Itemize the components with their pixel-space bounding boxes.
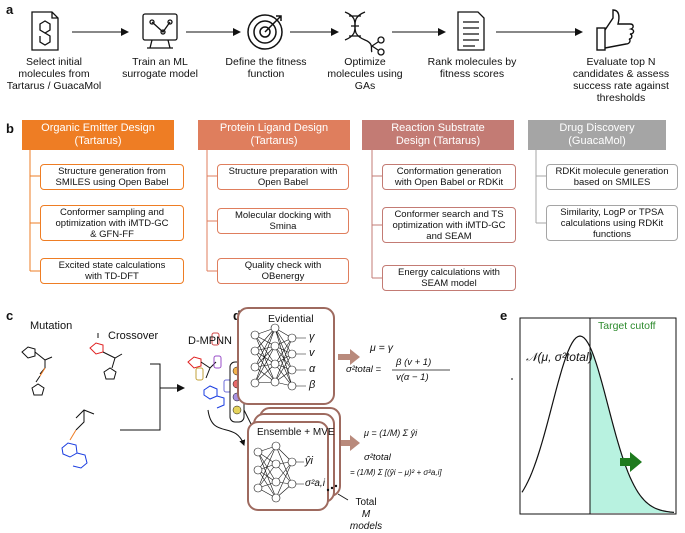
molecule-parent-2 [61, 409, 95, 469]
panel-label-b: b [6, 121, 14, 136]
ensemble-sigma-lhs: σ²total [364, 452, 391, 463]
thumbs-up-icon [596, 9, 635, 51]
distribution-label: 𝒩(μ, σ²total) [526, 350, 593, 364]
target-icon [247, 14, 283, 50]
evidential-network [250, 323, 306, 391]
panel-label-a: a [6, 2, 14, 17]
document-list-icon [457, 11, 485, 51]
ensemble-arrow [338, 435, 360, 451]
evidential-mu-equation: μ = γ [370, 342, 393, 354]
column-header-organic-emitter: Organic Emitter Design(Tartarus) [22, 120, 174, 150]
crossover-label: Crossover [108, 330, 159, 342]
evidential-arrow [338, 349, 360, 365]
ensemble-sigma-rhs: = (1/M) Σ [(ŷi − μ)² + σ²a,i] [350, 468, 442, 477]
molecule-crossover-1 [89, 342, 123, 380]
dmpnn-label: D-MPNN [188, 335, 232, 347]
evidential-sigma-lhs: σ²total = [346, 364, 382, 375]
output-v: v [309, 347, 315, 359]
panel-label-c: c [6, 308, 14, 323]
target-cutoff-label: Target cutoff [598, 320, 656, 332]
panel-label-d: d [233, 308, 241, 323]
molecule-icon [31, 11, 59, 51]
mutation-label: Mutation [30, 320, 73, 332]
dna-icon [344, 11, 385, 56]
evidential-sigma-numerator: β (v + 1) [396, 357, 432, 368]
evidential-box [237, 307, 335, 405]
dmpnn-molecule [187, 332, 232, 409]
column-header-protein-ligand: Protein Ligand Design(Tartarus) [198, 120, 350, 150]
cutoff-arrow [620, 452, 642, 472]
output-gamma: γ [309, 331, 315, 343]
evidential-sigma-denominator: v(α − 1) [396, 372, 429, 383]
ensemble-label: Ensemble + MVE [257, 427, 335, 438]
panel-label-e: e [500, 308, 508, 323]
distribution-plot [511, 317, 677, 515]
output-beta: β [309, 379, 316, 391]
column-header-drug-discovery: Drug Discovery(GuacaMol) [528, 120, 666, 150]
ensemble-network [253, 441, 304, 503]
evidential-label: Evidential [268, 313, 314, 325]
ensemble-output-y: ŷi [305, 455, 313, 467]
output-alpha: α [309, 363, 316, 375]
ensemble-mu-equation: μ = (1/M) Σ ŷi [364, 428, 418, 438]
ensemble-output-sigma: σ²a,i [305, 478, 325, 489]
ensemble-box [247, 421, 329, 511]
molecule-parent-1 [21, 346, 53, 396]
ml-model-icon [142, 13, 178, 49]
